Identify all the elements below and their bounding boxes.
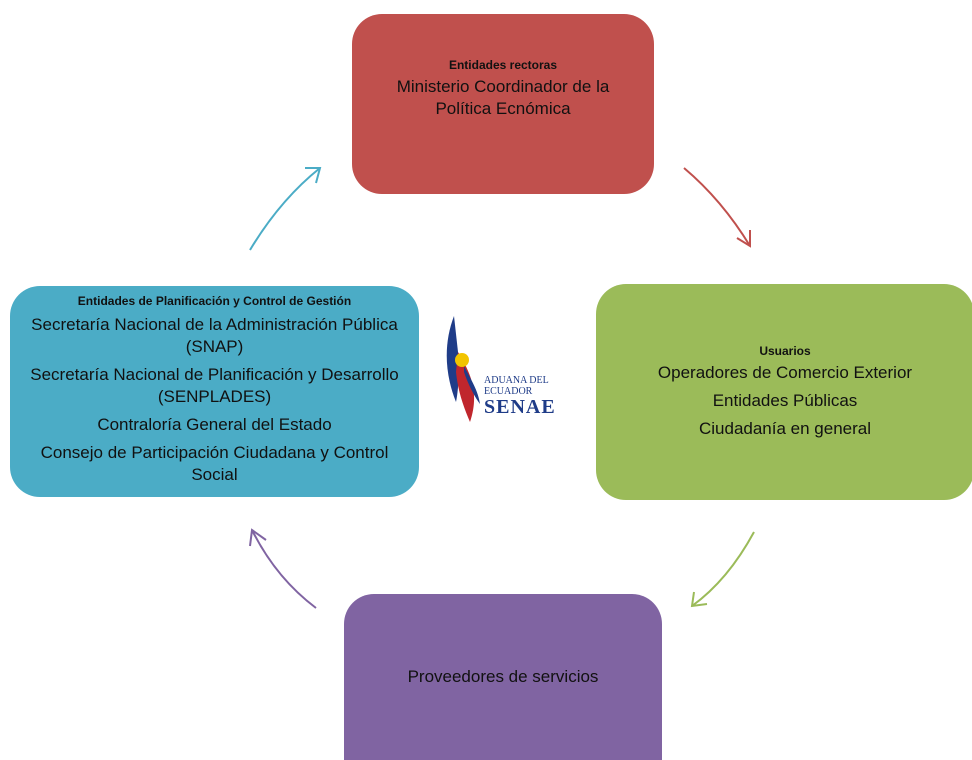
arrow-right-to-bottom — [690, 531, 755, 608]
box-entidades-planificacion: Entidades de Planificación y Control de … — [10, 286, 419, 497]
box-text: Contraloría General del Estado — [97, 415, 332, 434]
box-text: Proveedores de servicios — [407, 667, 599, 686]
arrow-top-to-right — [683, 167, 751, 248]
logo-text: ADUANA DEL ECUADOR SENAE — [484, 375, 556, 418]
box-item: Operadores de Comercio Exterior — [657, 363, 913, 382]
box-usuarios: Usuarios Operadores de Comercio Exterior… — [596, 284, 972, 500]
box-proveedores: Proveedores de servicios — [344, 594, 662, 760]
box-title: Entidades de Planificación y Control de … — [77, 294, 352, 308]
senae-logo-icon — [446, 316, 480, 422]
logo-line: ADUANA DEL — [484, 375, 549, 386]
box-text: Secretaría Nacional de la Administración… — [31, 315, 398, 334]
box-text: (SENPLADES) — [157, 387, 272, 406]
box-text: Social — [191, 465, 238, 484]
logo-line: SENAE — [484, 396, 556, 418]
box-item: Ciudadanía en general — [698, 419, 872, 438]
box-entidades-rectoras: Entidades rectoras Ministerio Coordinado… — [352, 14, 654, 194]
box-title: Entidades rectoras — [448, 58, 558, 72]
box-title: Usuarios — [759, 344, 811, 358]
box-text: Secretaría Nacional de Planificación y D… — [30, 365, 399, 384]
box-text: Ministerio Coordinador de la — [396, 77, 610, 96]
box-text: Consejo de Participación Ciudadana y Con… — [40, 443, 389, 462]
logo-line: ECUADOR — [484, 386, 533, 397]
box-text: Política Ecnómica — [435, 99, 571, 118]
arrow-left-to-top — [249, 167, 322, 251]
arrow-bottom-to-left — [249, 528, 317, 609]
box-text: (SNAP) — [185, 337, 244, 356]
box-item: Entidades Públicas — [712, 391, 858, 410]
